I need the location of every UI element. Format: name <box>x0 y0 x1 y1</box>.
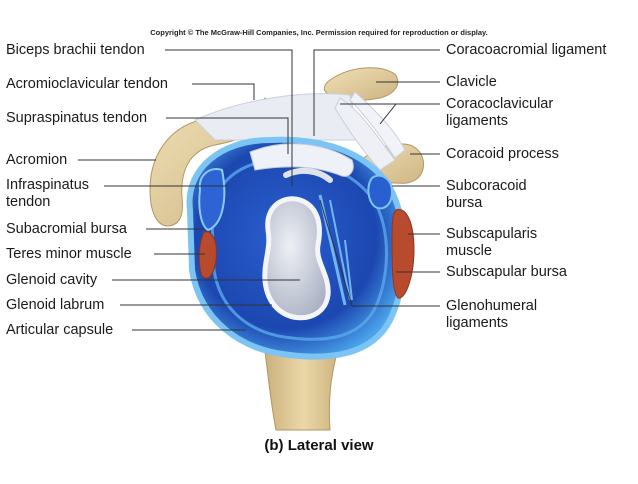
label-glenoid-cavity: Glenoid cavity <box>6 272 98 288</box>
label-biceps-brachii-tendon: Biceps brachii tendon <box>6 42 145 58</box>
label-subscapularis-muscle: Subscapularis muscle <box>446 226 538 259</box>
leader-lines-right <box>313 49 440 307</box>
label-acromioclavicular-tendon: Acromioclavicular tendon <box>6 76 168 92</box>
label-coracoacromial-ligament: Coracoacromial ligament <box>446 42 607 58</box>
label-subcoracoid-bursa: Subcoracoid bursa <box>446 178 527 211</box>
label-glenohumeral-ligaments: Glenohumeral ligaments <box>446 298 538 331</box>
label-coracoclavicular-ligaments: Coracoclavicular ligaments <box>446 96 554 129</box>
label-subscapular-bursa: Subscapular bursa <box>446 264 567 280</box>
label-acromion: Acromion <box>6 152 68 168</box>
copyright-notice: Copyright © The McGraw-Hill Companies, I… <box>150 28 488 37</box>
label-supraspinatus-tendon: Supraspinatus tendon <box>6 110 148 126</box>
label-articular-capsule: Articular capsule <box>6 322 114 338</box>
label-coracoid-process: Coracoid process <box>446 146 559 162</box>
label-subacromial-bursa: Subacromial bursa <box>6 221 127 237</box>
label-clavicle: Clavicle <box>446 74 497 90</box>
label-infraspinatus-tendon: Infraspinatus tendon <box>6 177 90 210</box>
label-teres-minor-muscle: Teres minor muscle <box>6 246 132 262</box>
figure-caption: (b) Lateral view <box>264 437 374 454</box>
leader-lines-left <box>78 49 300 331</box>
label-glenoid-labrum: Glenoid labrum <box>6 297 105 313</box>
